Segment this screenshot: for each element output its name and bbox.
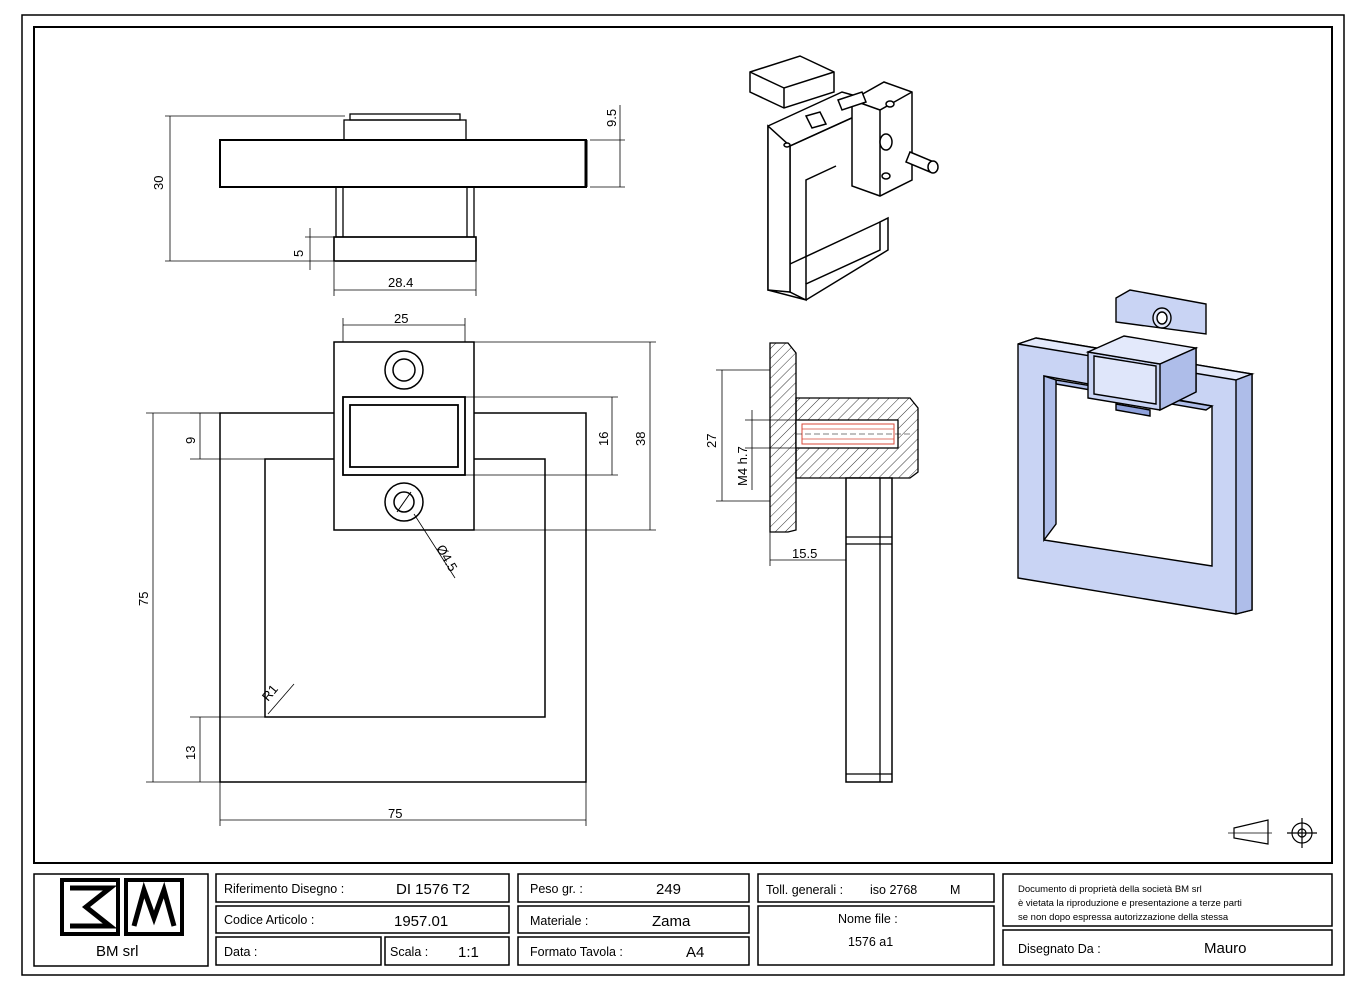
peso-value: 249: [656, 881, 681, 898]
dim-front-block-width: 25: [394, 311, 408, 326]
dim-front-window: 16: [596, 432, 611, 446]
dim-section-height: 27: [704, 434, 719, 448]
codice-label: Codice Articolo :: [224, 913, 314, 927]
company-name: BM srl: [96, 943, 139, 960]
dim-top-base: 5: [291, 250, 306, 257]
drawing-frame: [33, 26, 1333, 864]
scala-value: 1:1: [458, 944, 479, 961]
dim-top-width: 28.4: [388, 275, 413, 290]
formato-label: Formato Tavola :: [530, 945, 623, 959]
projection-symbol: [1228, 818, 1317, 848]
outer-border: [21, 14, 1345, 976]
iso-exploded-view: [749, 55, 939, 302]
toll-label: Toll. generali :: [766, 883, 843, 897]
disegnato-value: Mauro: [1204, 940, 1247, 957]
disclaimer-line-1: Documento di proprietà della società BM …: [1018, 884, 1202, 895]
dim-hole-diameter: Ø4.5: [433, 542, 460, 574]
dim-front-width: 75: [388, 806, 402, 821]
data-label: Data :: [224, 945, 257, 959]
company-logo: [60, 878, 184, 936]
disclaimer-line-3: se non dopo espressa autorizzazione dell…: [1018, 912, 1229, 923]
toll-class: M: [950, 883, 960, 897]
materiale-value: Zama: [652, 913, 691, 930]
disegnato-label: Disegnato Da :: [1018, 942, 1101, 956]
nome-file-label: Nome file :: [838, 912, 898, 926]
dim-front-bar: 9: [183, 437, 198, 444]
nome-file-value: 1576 a1: [848, 935, 893, 949]
dim-top-height: 30: [151, 176, 166, 190]
top-view: [165, 105, 625, 296]
front-view: [146, 318, 656, 826]
dim-inner-radius: R1: [259, 682, 281, 704]
dim-front-height: 75: [136, 592, 151, 606]
riferimento-label: Riferimento Disegno :: [224, 882, 344, 896]
dim-front-block-height: 38: [633, 432, 648, 446]
title-block: [33, 873, 1333, 967]
section-view: [716, 342, 919, 783]
codice-value: 1957.01: [394, 913, 448, 930]
dim-thread: M4 h.7: [735, 446, 750, 486]
materiale-label: Materiale :: [530, 914, 588, 928]
riferimento-value: DI 1576 T2: [396, 881, 470, 898]
disclaimer-line-2: è vietata la riproduzione e presentazion…: [1018, 898, 1242, 909]
peso-label: Peso gr. :: [530, 882, 583, 896]
iso-shaded-view: [1017, 289, 1255, 615]
formato-value: A4: [686, 944, 704, 961]
dim-section-depth: 15.5: [792, 546, 817, 561]
dim-top-plate: 9.5: [604, 109, 619, 127]
scala-label: Scala :: [390, 945, 428, 959]
dim-front-bottom: 13: [183, 746, 198, 760]
toll-value: iso 2768: [870, 883, 917, 897]
